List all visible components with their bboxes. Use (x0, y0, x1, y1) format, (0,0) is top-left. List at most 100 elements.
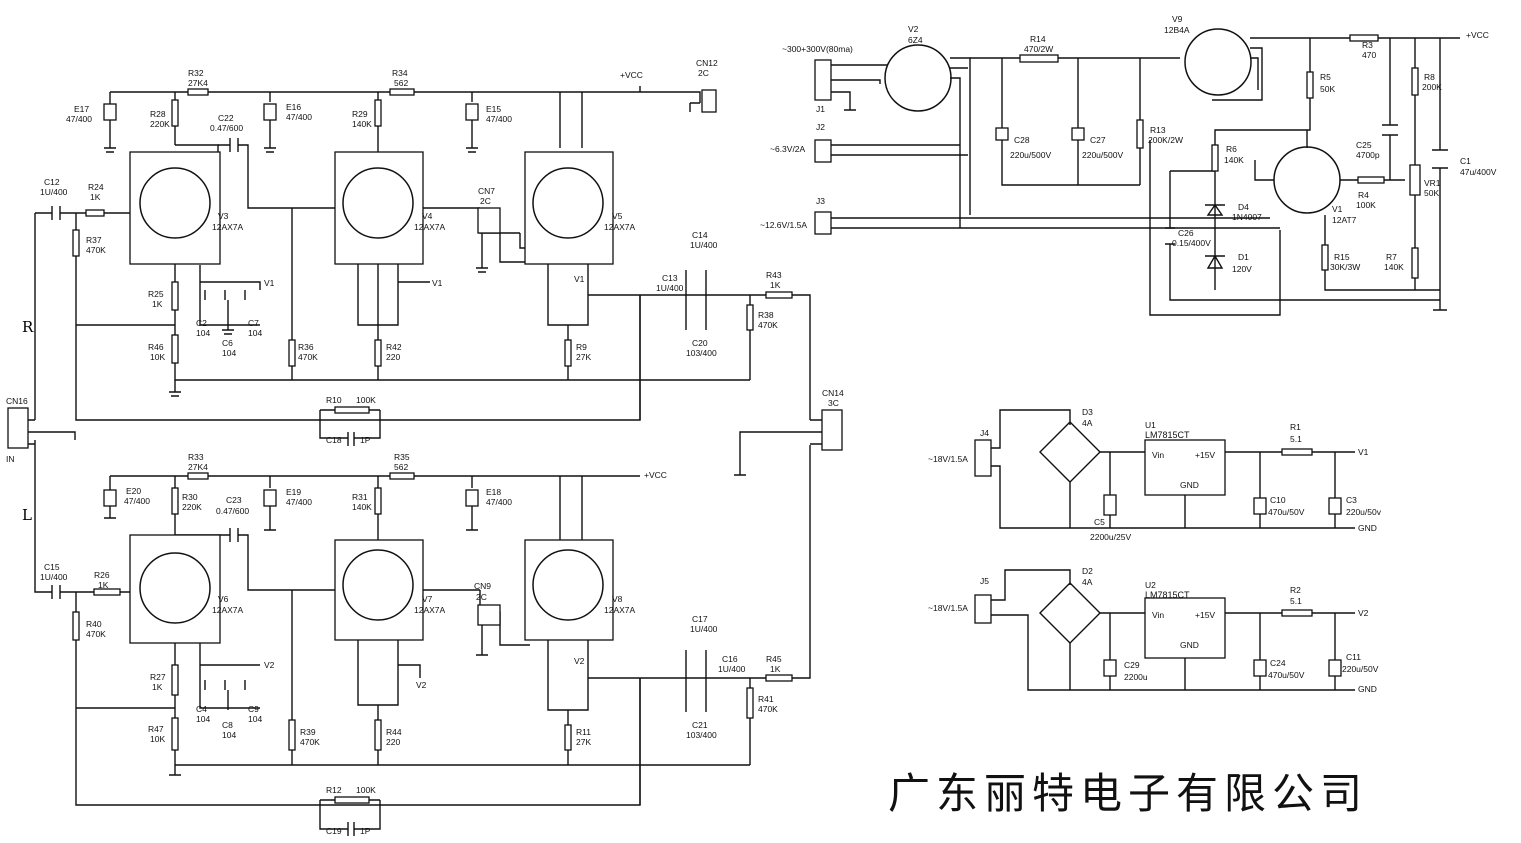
capacitor-value: 1U/400 (40, 187, 68, 197)
capacitor-value: 47/400 (124, 496, 150, 506)
capacitor-ref: C4 (196, 704, 207, 714)
tube-type: 12AX7A (414, 605, 446, 615)
resistor-ref: R11 (576, 727, 591, 737)
resistor-value: 100K (356, 395, 376, 405)
company-name: 广东丽特电子有限公司 (888, 769, 1369, 818)
resistor-ref: R46 (148, 342, 164, 352)
resistor-ref: R29 (352, 109, 368, 119)
net-in: IN (6, 454, 15, 464)
resistor-ref: R38 (758, 310, 774, 320)
bridge-value: 4A (1082, 577, 1093, 587)
capacitor-value: 104 (222, 348, 236, 358)
capacitor-ref: C9 (248, 704, 259, 714)
connector-value: 3C (828, 398, 839, 408)
capacitor-value: 104 (222, 730, 236, 740)
resistor-value: 140K (352, 119, 372, 129)
capacitor-ref: C12 (44, 177, 60, 187)
resistor-ref: R10 (326, 395, 342, 405)
net-v2: V2 (1358, 608, 1369, 618)
resistor-value: 470/2W (1024, 44, 1053, 54)
resistor-ref: R47 (148, 724, 164, 734)
potentiometer-ref: VR1 (1424, 178, 1441, 188)
capacitor-ref: E19 (286, 487, 301, 497)
capacitor-value: 1U/400 (690, 624, 718, 634)
connector-value: 2C (698, 68, 709, 78)
capacitor-ref: C16 (722, 654, 738, 664)
connector-ref: CN16 (6, 396, 28, 406)
resistor-value: 140K (352, 502, 372, 512)
net-v2: V2 (416, 680, 427, 690)
resistor-value: 1K (98, 580, 109, 590)
resistor-value: 562 (394, 78, 408, 88)
resistor-value: 10K (150, 734, 165, 744)
capacitor-value: 103/400 (686, 730, 717, 740)
lv-power-supply-1 (974, 409, 1355, 529)
resistor-value: 100K (1356, 200, 1376, 210)
resistor-ref: R25 (148, 289, 164, 299)
resistor-value: 5.1 (1290, 434, 1302, 444)
resistor-value: 470K (758, 320, 778, 330)
resistor-value: 220 (386, 352, 400, 362)
capacitor-ref: C7 (248, 318, 259, 328)
lv-power-supply-2 (974, 569, 1355, 691)
diode-value: 1N4007 (1232, 212, 1262, 222)
connector-ref: CN12 (696, 58, 718, 68)
tube-type: 12AX7A (604, 605, 636, 615)
resistor-value: 10K (150, 352, 165, 362)
bridge-ref: D3 (1082, 407, 1093, 417)
resistor-value: 470K (86, 629, 106, 639)
resistor-value: 220K (182, 502, 202, 512)
resistor-ref: R43 (766, 270, 782, 280)
capacitor-ref: C10 (1270, 495, 1286, 505)
diode-value: 120V (1232, 264, 1252, 274)
resistor-ref: R24 (88, 182, 104, 192)
resistor-value: 5.1 (1290, 596, 1302, 606)
net-gnd: GND (1358, 523, 1377, 533)
connector-ref: CN7 (478, 186, 495, 196)
capacitor-value: 220u/500V (1082, 150, 1123, 160)
capacitor-value: 104 (248, 328, 262, 338)
capacitor-ref: C28 (1014, 135, 1030, 145)
net-vcc: +VCC (1466, 30, 1489, 40)
resistor-ref: R3 (1362, 40, 1373, 50)
resistor-value: 200K/2W (1148, 135, 1183, 145)
connector-value: ~18V/1.5A (928, 454, 968, 464)
capacitor-value: 103/400 (686, 348, 717, 358)
net-v2: V2 (574, 656, 585, 666)
resistor-ref: R28 (150, 109, 166, 119)
regulator-part: LM7815CT (1145, 590, 1190, 600)
capacitor-value: 1U/400 (690, 240, 718, 250)
connector-ref: CN14 (822, 388, 844, 398)
net-v1: V1 (574, 274, 585, 284)
resistor-ref: R1 (1290, 422, 1301, 432)
resistor-ref: R7 (1386, 252, 1397, 262)
connector-ref: J1 (816, 104, 825, 114)
regulator-pin-out: +15V (1195, 450, 1215, 460)
tube-type: 12AT7 (1332, 215, 1357, 225)
bridge-value: 4A (1082, 418, 1093, 428)
regulator-ref: U2 (1145, 580, 1156, 590)
resistor-ref: R35 (394, 452, 410, 462)
regulator-pin-out: +15V (1195, 610, 1215, 620)
resistor-value: 27K (576, 352, 591, 362)
resistor-value: 1K (90, 192, 101, 202)
capacitor-ref: E15 (486, 104, 501, 114)
resistor-ref: R33 (188, 452, 204, 462)
resistor-value: 140K (1384, 262, 1404, 272)
tube-ref: V2 (908, 24, 919, 34)
capacitor-ref: C26 (1178, 228, 1194, 238)
regulator-ref: U1 (1145, 420, 1156, 430)
capacitor-value: 47/400 (286, 497, 312, 507)
connector-value: ~12.6V/1.5A (760, 220, 807, 230)
resistor-ref: R14 (1030, 34, 1046, 44)
resistor-ref: R40 (86, 619, 102, 629)
resistor-ref: R6 (1226, 144, 1237, 154)
capacitor-ref: C11 (1346, 652, 1361, 662)
resistor-ref: R27 (150, 672, 166, 682)
regulator-pin-in: Vin (1152, 450, 1164, 460)
resistor-ref: R36 (298, 342, 314, 352)
capacitor-value: 47/400 (486, 497, 512, 507)
connector-ref: J3 (816, 196, 825, 206)
tube-ref: V4 (422, 211, 433, 221)
